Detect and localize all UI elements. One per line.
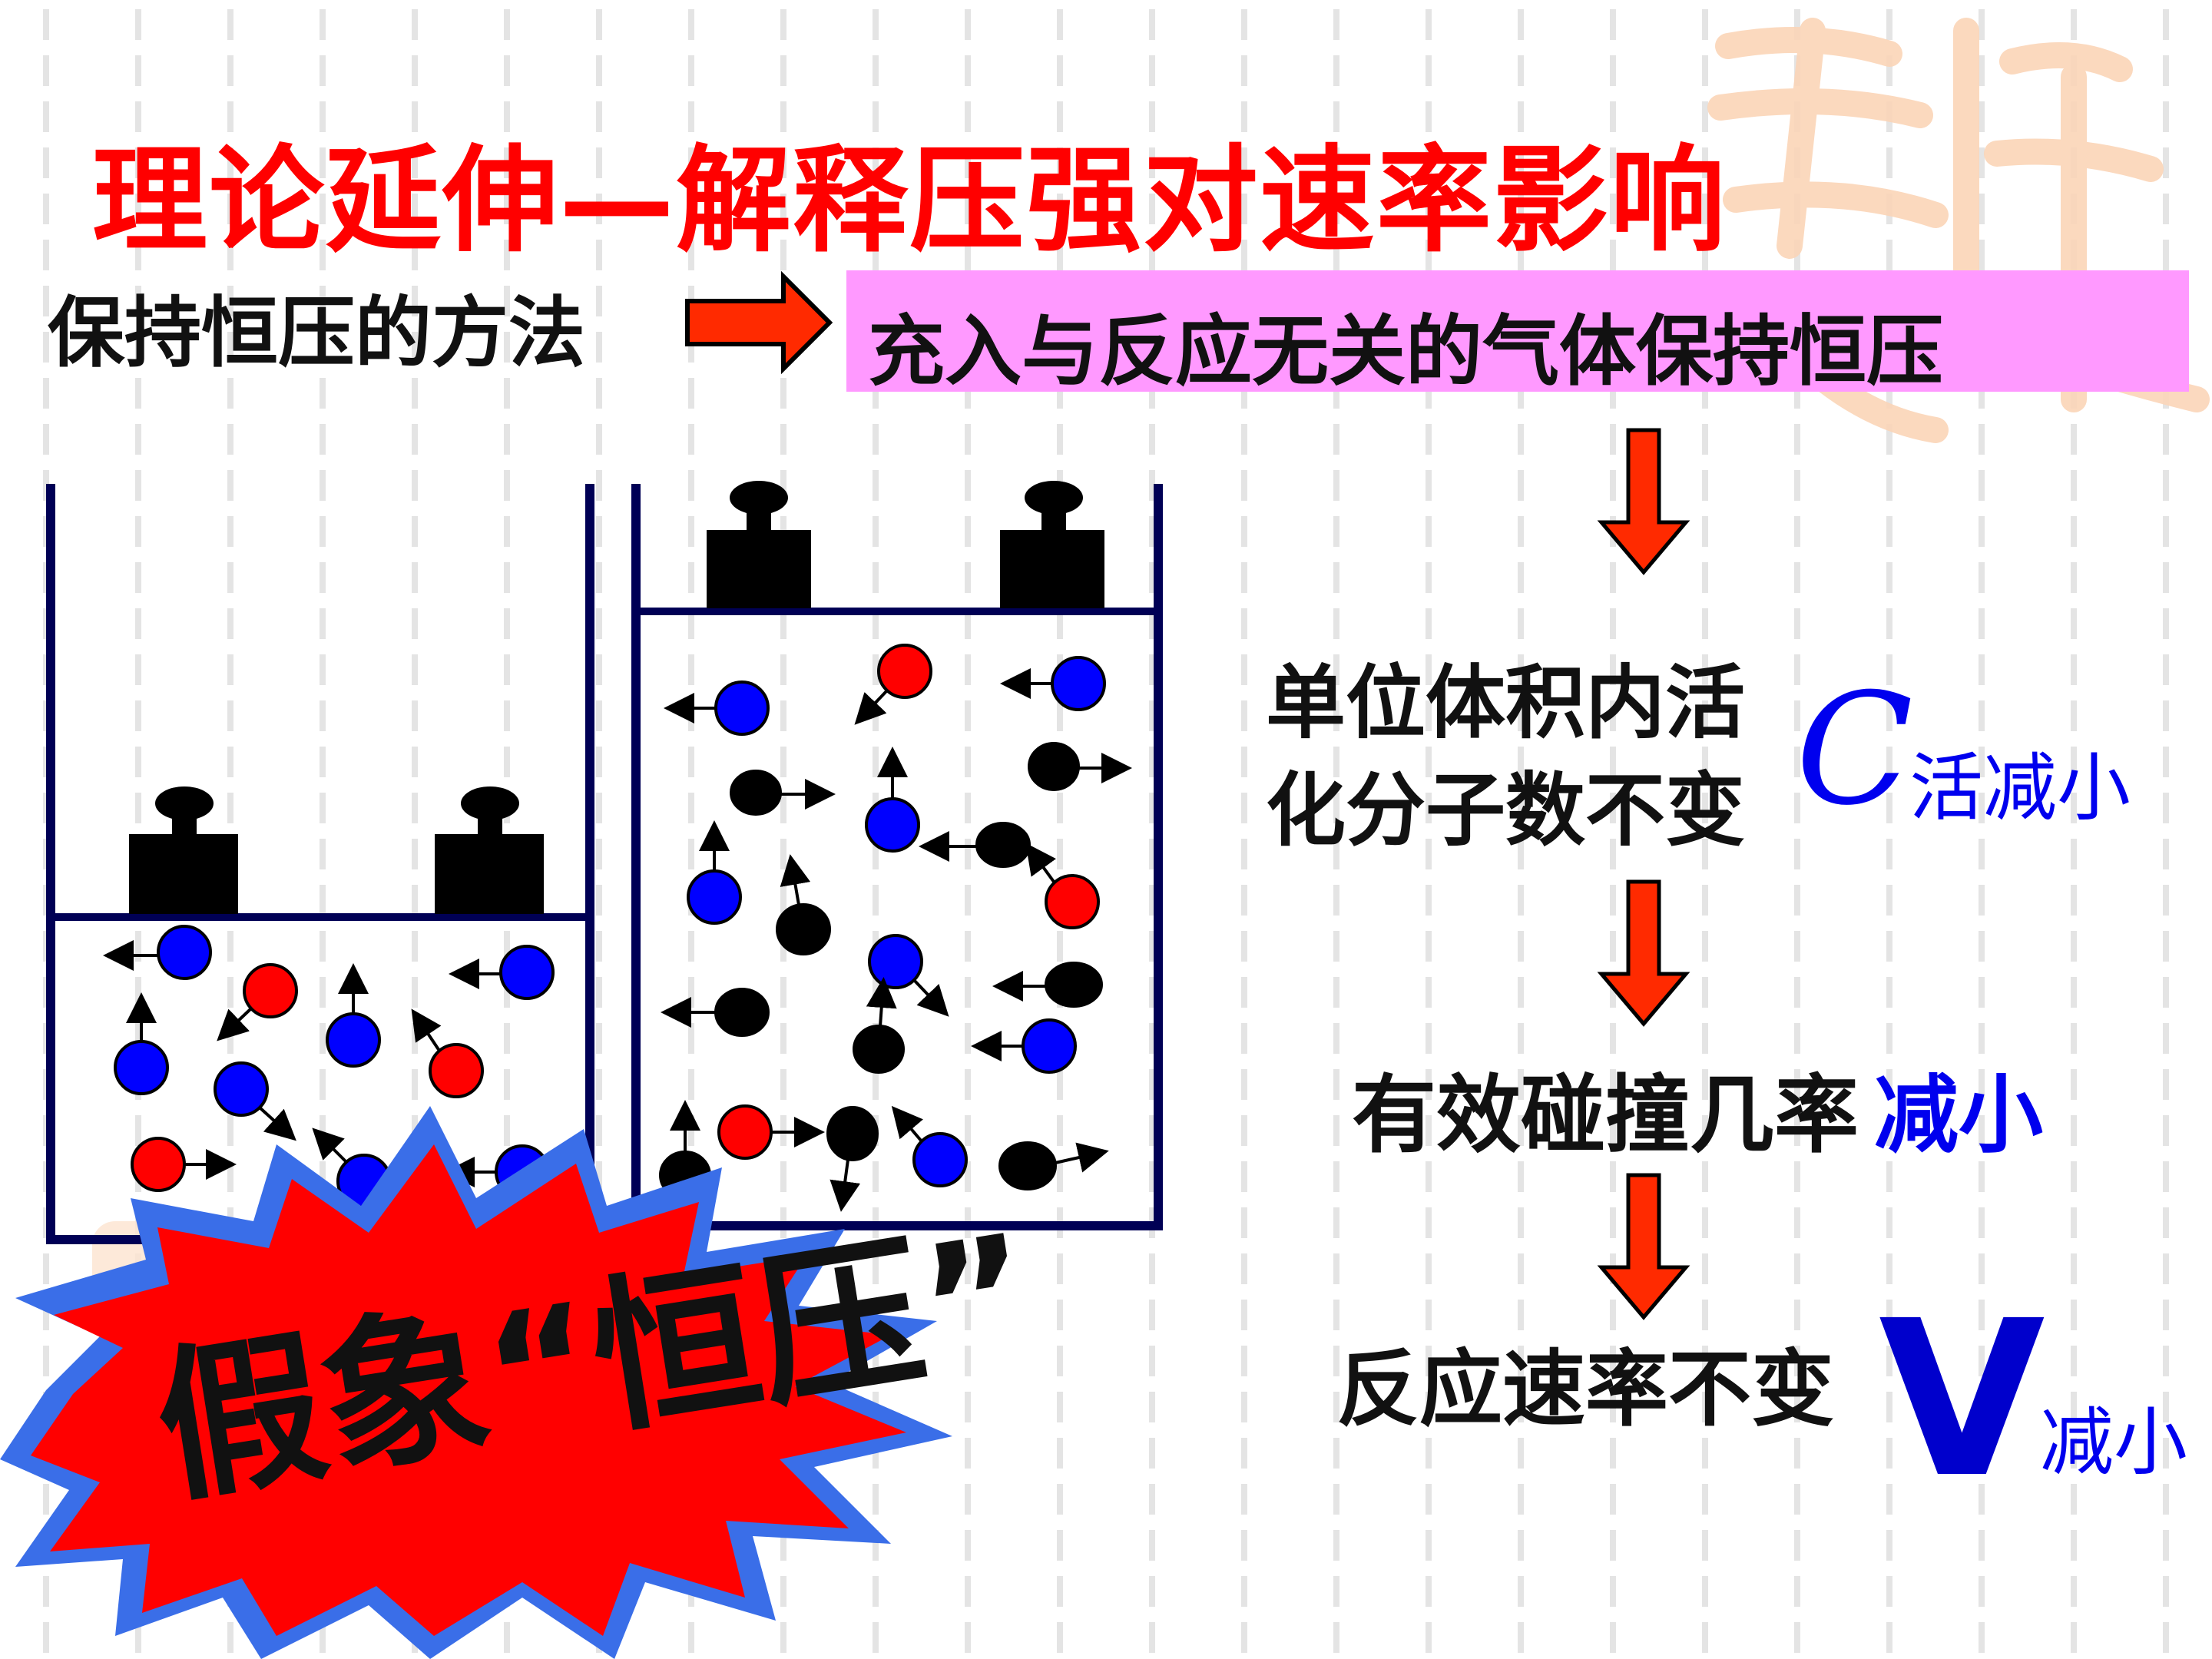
slide-title: 理论延伸—解释压强对速率影响 (92, 134, 1727, 268)
right-weight-icon (435, 786, 544, 914)
molecule-blue (971, 1018, 1077, 1074)
step1-line2: 化分子数不变 (1266, 763, 1746, 857)
left-container (46, 484, 594, 1244)
right-molecules (659, 644, 1132, 1212)
molecule-blue (114, 992, 169, 1095)
molecule-red (217, 963, 298, 1041)
molecule-red (1025, 843, 1100, 929)
right-container (631, 481, 1163, 1230)
method-box (846, 270, 2189, 392)
method-arrow-icon (685, 270, 833, 375)
molecule-black (998, 1141, 1109, 1190)
molecule-black (853, 977, 905, 1074)
molecule-blue (103, 925, 212, 980)
molecule-black (992, 962, 1103, 1008)
molecule-black (661, 988, 770, 1037)
left-weight-icon (129, 786, 238, 914)
left-molecules (103, 925, 555, 1209)
molecule-blue (664, 680, 770, 736)
molecule-blue (865, 747, 920, 853)
molecule-blue (687, 820, 742, 925)
left-weight-icon (707, 481, 811, 608)
step1-line1: 单位体积内活 (1266, 656, 1746, 750)
molecule-red (131, 1137, 237, 1192)
starburst-callout (0, 1106, 952, 1659)
method-text: 充入与反应无关的气体保持恒压 (868, 306, 1943, 396)
molecule-black (919, 822, 1031, 868)
molecule-red (854, 644, 932, 725)
rate-symbol: V (1879, 1275, 2045, 1525)
molecule-blue (1000, 656, 1106, 711)
flow-arrow-1-icon (1597, 428, 1690, 575)
step2-emphasis: 减小 (1874, 1066, 2043, 1164)
molecule-black (776, 854, 831, 955)
molecule-red (717, 1104, 825, 1160)
molecule-black (1028, 742, 1132, 791)
molecule-blue (891, 1105, 968, 1187)
molecule-blue (214, 1061, 296, 1141)
step3-text: 反应速率不变 (1336, 1342, 1835, 1438)
concentration-subscript: 活减小 (1909, 745, 2131, 831)
step2-text: 有效碰撞几率 (1352, 1066, 1859, 1164)
molecule-black (826, 1106, 879, 1212)
rate-subscript: 减小 (2040, 1399, 2187, 1485)
molecule-red (411, 1008, 484, 1098)
molecule-blue (449, 945, 555, 1000)
flow-arrow-2-icon (1597, 879, 1690, 1027)
molecule-blue (326, 963, 381, 1068)
molecule-black (730, 770, 836, 816)
flow-arrow-3-icon (1597, 1173, 1690, 1320)
right-weight-icon (1000, 481, 1104, 608)
concentration-symbol: C (1796, 661, 1914, 839)
method-label: 保持恒压的方法 (48, 288, 585, 378)
